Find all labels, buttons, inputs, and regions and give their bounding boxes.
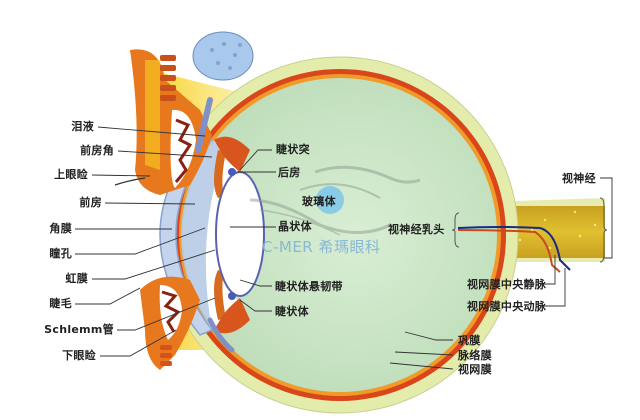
label-optic-nerve: 视神经 [562,172,596,185]
label-vitreous-body: 玻璃体 [302,195,336,208]
leader-lines [75,126,613,370]
label-anterior-chamber: 前房 [79,196,102,209]
label-central-retinal-artery: 视网膜中央动脉 [467,300,547,313]
label-pupil: 瞳孔 [49,247,72,260]
central-retinal-vessels [457,226,571,273]
lower-eyelid-shape [140,276,235,370]
label-ciliary-process: 睫状突 [276,143,310,156]
lacrimal-gland [192,31,254,153]
label-retina: 视网膜 [458,363,492,376]
label-central-retinal-vein: 视网膜中央静脉 [467,278,547,291]
label-sclera: 巩膜 [458,334,481,347]
label-choroid: 脉络膜 [458,349,492,362]
label-posterior-chamber: 后房 [278,166,301,179]
label-eyelash: 睫毛 [49,297,72,310]
label-upper-eyelid: 上眼睑 [54,168,88,181]
upper-eyelid-shape [114,49,212,195]
label-iris: 虹膜 [65,272,88,285]
label-lens: 晶状体 [278,220,312,233]
vitreous-marker [316,186,344,214]
label-tear-fluid: 泪液 [71,120,94,133]
label-schlemm-canal: Schlemm管 [44,323,114,336]
label-lower-eyelid: 下眼睑 [62,349,96,362]
label-anterior-chamber-angle: 前房角 [80,144,114,157]
label-ciliary-body: 睫状体 [275,305,309,318]
vitreous-fibers [249,165,421,236]
watermark: C-MER 希瑪眼科 [262,238,381,256]
label-cornea: 角膜 [49,222,72,235]
label-optic-disc: 视神经乳头 [388,223,445,236]
label-zonular-fibers: 睫状体悬韧带 [275,280,343,293]
braces [451,197,608,263]
